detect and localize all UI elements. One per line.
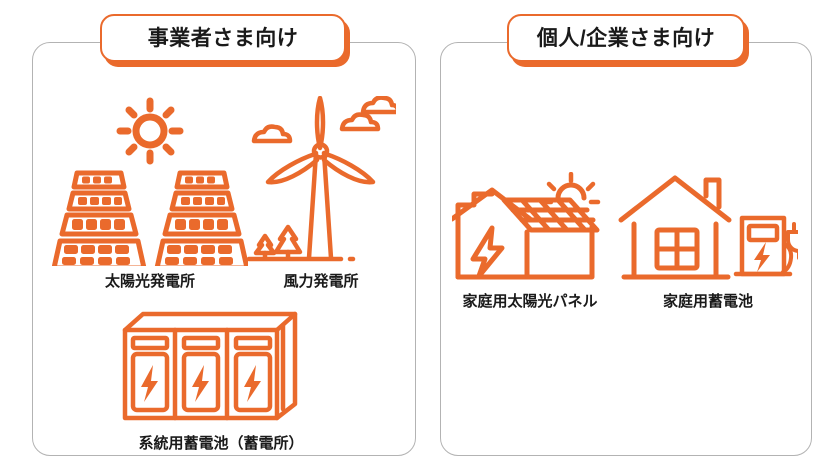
item-solar-plant: 太陽光発電所 [52, 96, 248, 289]
item-grid-battery: 系統用蓄電池（蓄電所） [96, 308, 346, 451]
panel-business-badge-label: 事業者さま向け [147, 26, 299, 50]
house-with-charger-icon [618, 175, 798, 280]
house-with-solar-panel-icon [452, 172, 601, 280]
item-home-battery: 家庭用蓄電池 [618, 172, 798, 309]
item-grid-battery-caption: 系統用蓄電池（蓄電所） [138, 435, 304, 452]
grid-battery-container-icon [122, 311, 298, 421]
item-wind-plant: 風力発電所 [246, 96, 396, 289]
item-home-solar-caption: 家庭用太陽光パネル [462, 293, 598, 310]
item-solar-plant-caption: 太陽光発電所 [104, 273, 195, 290]
panel-consumer-badge: 個人/企業さま向け [507, 14, 745, 62]
panel-business-badge: 事業者さま向け [100, 14, 346, 62]
wind-turbine-icon [246, 96, 396, 262]
panel-consumer-badge-label: 個人/企業さま向け [536, 26, 716, 50]
item-wind-plant-caption: 風力発電所 [283, 273, 359, 290]
item-home-battery-caption: 家庭用蓄電池 [662, 293, 753, 310]
item-home-solar: 家庭用太陽光パネル [452, 172, 608, 309]
solar-power-plant-icon [52, 97, 248, 266]
